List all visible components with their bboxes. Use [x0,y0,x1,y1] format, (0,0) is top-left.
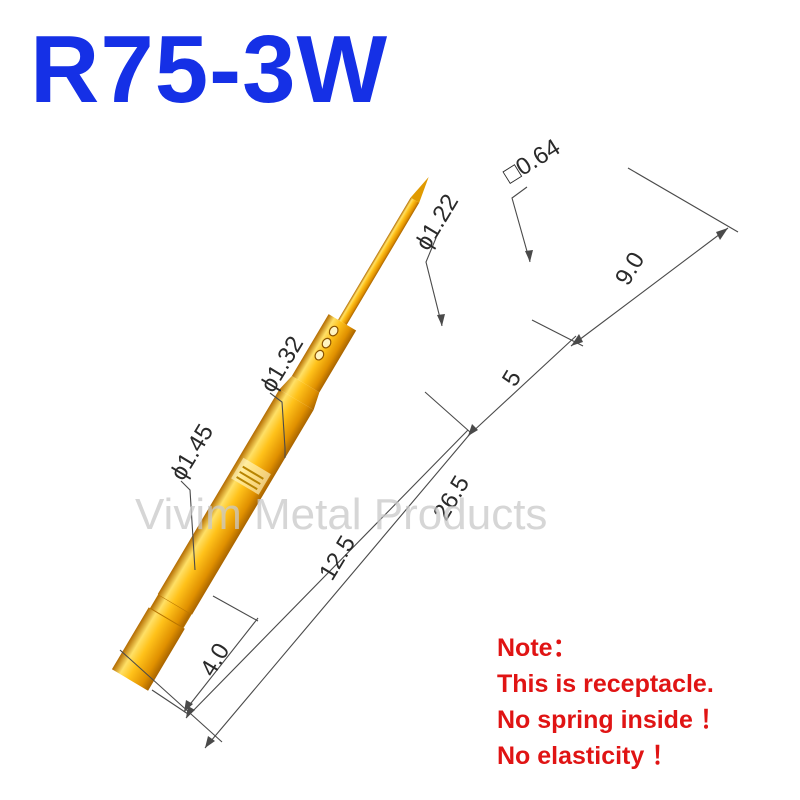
probe [111,176,429,691]
dimension-arrows [184,228,728,748]
length-9-0-label: 9.0 [610,248,650,291]
probe-taper [279,376,320,410]
watermark: Vivim Metal Products [135,490,548,539]
length-4-0-label: 4.0 [195,639,235,682]
note-block: Note： This is receptacle. No spring insi… [497,630,725,774]
crimp-dimple [321,337,332,349]
diameter-1-45-label: ϕ1.45 [165,420,219,485]
product-title: R75-3W [30,16,389,123]
dimension-lines [119,167,739,749]
crimp-dimple [328,325,339,337]
note-line: This is receptacle. [497,670,714,698]
probe-plunger [338,197,420,325]
note-line: No elasticity ！ [497,742,677,770]
tip-square-label: □0.64 [499,134,565,189]
probe-tip [410,176,429,203]
length-5-label: 5 [497,366,527,391]
note-line: No spring inside ！ [497,706,725,734]
probe-barrel [157,389,314,615]
note-heading: Note： [497,634,578,662]
probe-collar [149,593,192,629]
probe-tail [111,607,185,691]
crimp-dimple [314,349,325,361]
engraving-mark [231,457,271,495]
